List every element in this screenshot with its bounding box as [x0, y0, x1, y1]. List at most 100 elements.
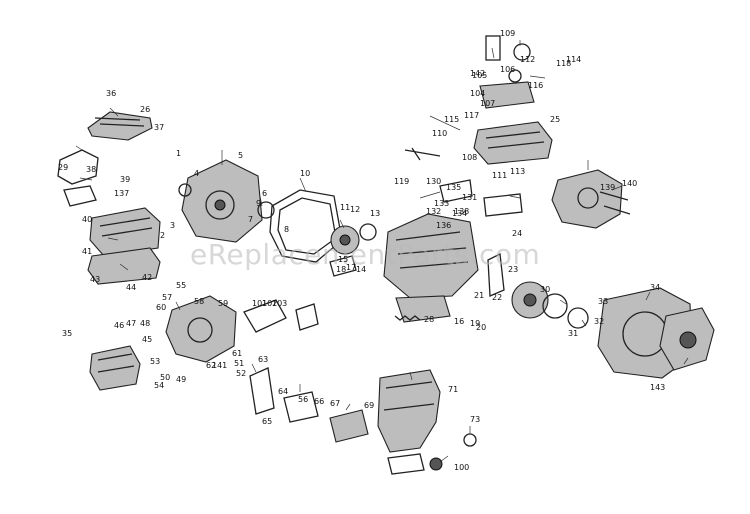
- callout: 102: [262, 299, 277, 308]
- callout: 100: [454, 463, 469, 472]
- oil-sump: [377, 369, 441, 475]
- callout: 23: [508, 265, 518, 274]
- callout: 34: [650, 283, 660, 292]
- callout: 4: [194, 169, 199, 178]
- air-filter-housing: [87, 207, 161, 285]
- callout: 143: [650, 383, 665, 392]
- callout: 56: [298, 395, 308, 404]
- callout: 47: [126, 319, 136, 328]
- callout: 131: [462, 193, 477, 202]
- crankcase-cover: [181, 159, 263, 243]
- callout: 133: [434, 199, 449, 208]
- callout: 40: [82, 215, 92, 224]
- callout: 136: [436, 221, 451, 230]
- callout: 38: [86, 165, 96, 174]
- callout: 69: [364, 401, 374, 410]
- callout: 117: [464, 111, 479, 120]
- crankcase-bearing: [178, 183, 275, 219]
- callout: 63: [258, 355, 268, 364]
- callout: 64: [278, 387, 288, 396]
- callout: 16: [454, 317, 464, 326]
- callout: 39: [120, 175, 130, 184]
- callout: 13: [370, 209, 380, 218]
- callout: 115: [444, 115, 459, 124]
- callout: 134: [452, 209, 467, 218]
- callout: 53: [150, 357, 160, 366]
- callout: 31: [568, 329, 578, 338]
- callout: 113: [510, 167, 525, 176]
- callout: 41: [82, 247, 92, 256]
- callout: 106: [500, 65, 515, 74]
- callout: 111: [492, 171, 507, 180]
- callout: 112: [520, 55, 535, 64]
- callout: 26: [140, 105, 150, 114]
- callout: 25: [550, 115, 560, 124]
- callout: 2: [160, 231, 165, 240]
- callout: 105: [472, 71, 487, 80]
- cylinder-head: [473, 121, 553, 165]
- callout: 9: [256, 199, 261, 208]
- callout: 49: [176, 375, 186, 384]
- callout: 138: [454, 207, 469, 216]
- callout: 107: [480, 99, 495, 108]
- callout: 35: [62, 329, 72, 338]
- callout: 37: [154, 123, 164, 132]
- callout: 42: [142, 273, 152, 282]
- callout: 29: [58, 163, 68, 172]
- callout: 55: [176, 281, 186, 290]
- drain-plug: [429, 457, 443, 471]
- callout: 109: [500, 29, 515, 38]
- callout: 21: [474, 291, 484, 300]
- callout: 62: [206, 361, 216, 370]
- callout: 15: [338, 255, 348, 264]
- flywheel: [511, 281, 589, 329]
- callout: 108: [462, 153, 477, 162]
- callout: 101: [252, 299, 267, 308]
- callout: 139: [600, 183, 615, 192]
- callout: 58: [194, 297, 204, 306]
- callout: 73: [470, 415, 480, 424]
- callout: 10: [300, 169, 310, 178]
- callout: 51: [234, 359, 244, 368]
- callout: 30: [540, 285, 550, 294]
- callout: 46: [114, 321, 124, 330]
- callout: 119: [394, 177, 409, 186]
- leader-lines: [75, 40, 689, 463]
- callout: 36: [106, 89, 116, 98]
- callout: 5: [238, 151, 243, 160]
- crankshaft: [329, 223, 377, 277]
- callout: 32: [594, 317, 604, 326]
- callout: 116: [528, 81, 543, 90]
- callout: 142: [470, 69, 485, 78]
- callout: 19: [470, 319, 480, 328]
- callout: 104: [470, 89, 485, 98]
- ignition-coil: [487, 253, 505, 297]
- callout: 48: [140, 319, 150, 328]
- valve-parts: [404, 147, 523, 217]
- callout: 12: [350, 205, 360, 214]
- carburetor: [551, 169, 631, 229]
- callout: 103: [272, 299, 287, 308]
- callout: 28: [424, 315, 434, 324]
- callout: 17: [346, 263, 356, 272]
- recoil-starter: [659, 307, 715, 371]
- engine-block: [383, 213, 479, 323]
- callout: 67: [330, 399, 340, 408]
- callout: 22: [492, 293, 502, 302]
- callout: 140: [622, 179, 637, 188]
- spring-link: [394, 315, 421, 321]
- callout: 33: [598, 297, 608, 306]
- callout: 18: [336, 265, 346, 274]
- callout: 60: [156, 303, 166, 312]
- callout: 141: [212, 361, 227, 370]
- callout: 114: [566, 55, 581, 64]
- rocker-cover: [479, 35, 535, 109]
- callout: 43: [90, 275, 100, 284]
- callout: 50: [160, 373, 170, 382]
- callout: 52: [236, 369, 246, 378]
- callout: 24: [512, 229, 522, 238]
- callout: 132: [426, 207, 441, 216]
- callout: 14: [356, 265, 366, 274]
- callout: 20: [476, 323, 486, 332]
- callout: 1: [176, 149, 181, 158]
